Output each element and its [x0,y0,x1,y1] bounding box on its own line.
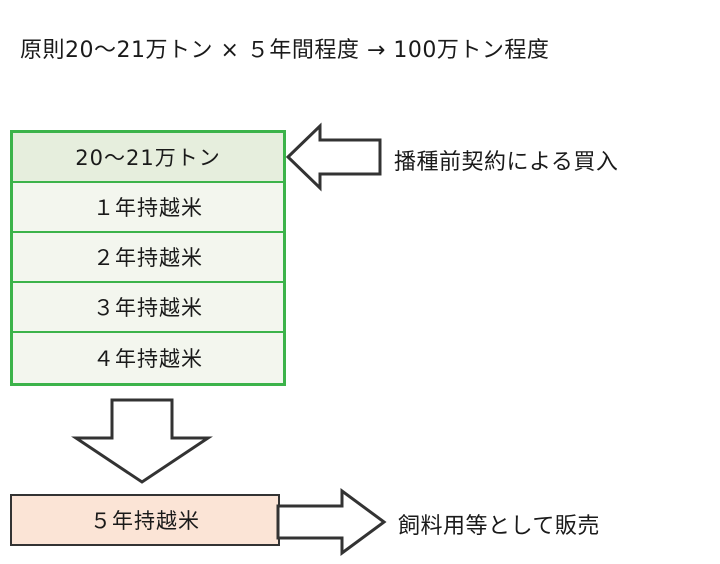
year-5-box: ５年持越米 [10,494,280,546]
stack-row-year-1: １年持越米 [13,183,283,233]
purchase-label: 播種前契約による買入 [394,150,619,175]
down-arrow-icon [71,398,213,484]
stack-row-year-3: ３年持越米 [13,283,283,333]
sale-arrow-icon [276,488,387,556]
stack-row-year-4: ４年持越米 [93,347,203,371]
purchase-arrow-icon [285,122,382,192]
headline: 原則20～21万トン × ５年間程度 → 100万トン程度 [20,38,550,63]
stack-row-new-purchase: 20～21万トン [13,133,283,183]
sale-label: 飼料用等として販売 [398,514,600,539]
stack-row-year-2: ２年持越米 [13,233,283,283]
rice-stock-stack: 20～21万トン １年持越米 ２年持越米 ３年持越米 ４年持越米 [10,130,286,386]
